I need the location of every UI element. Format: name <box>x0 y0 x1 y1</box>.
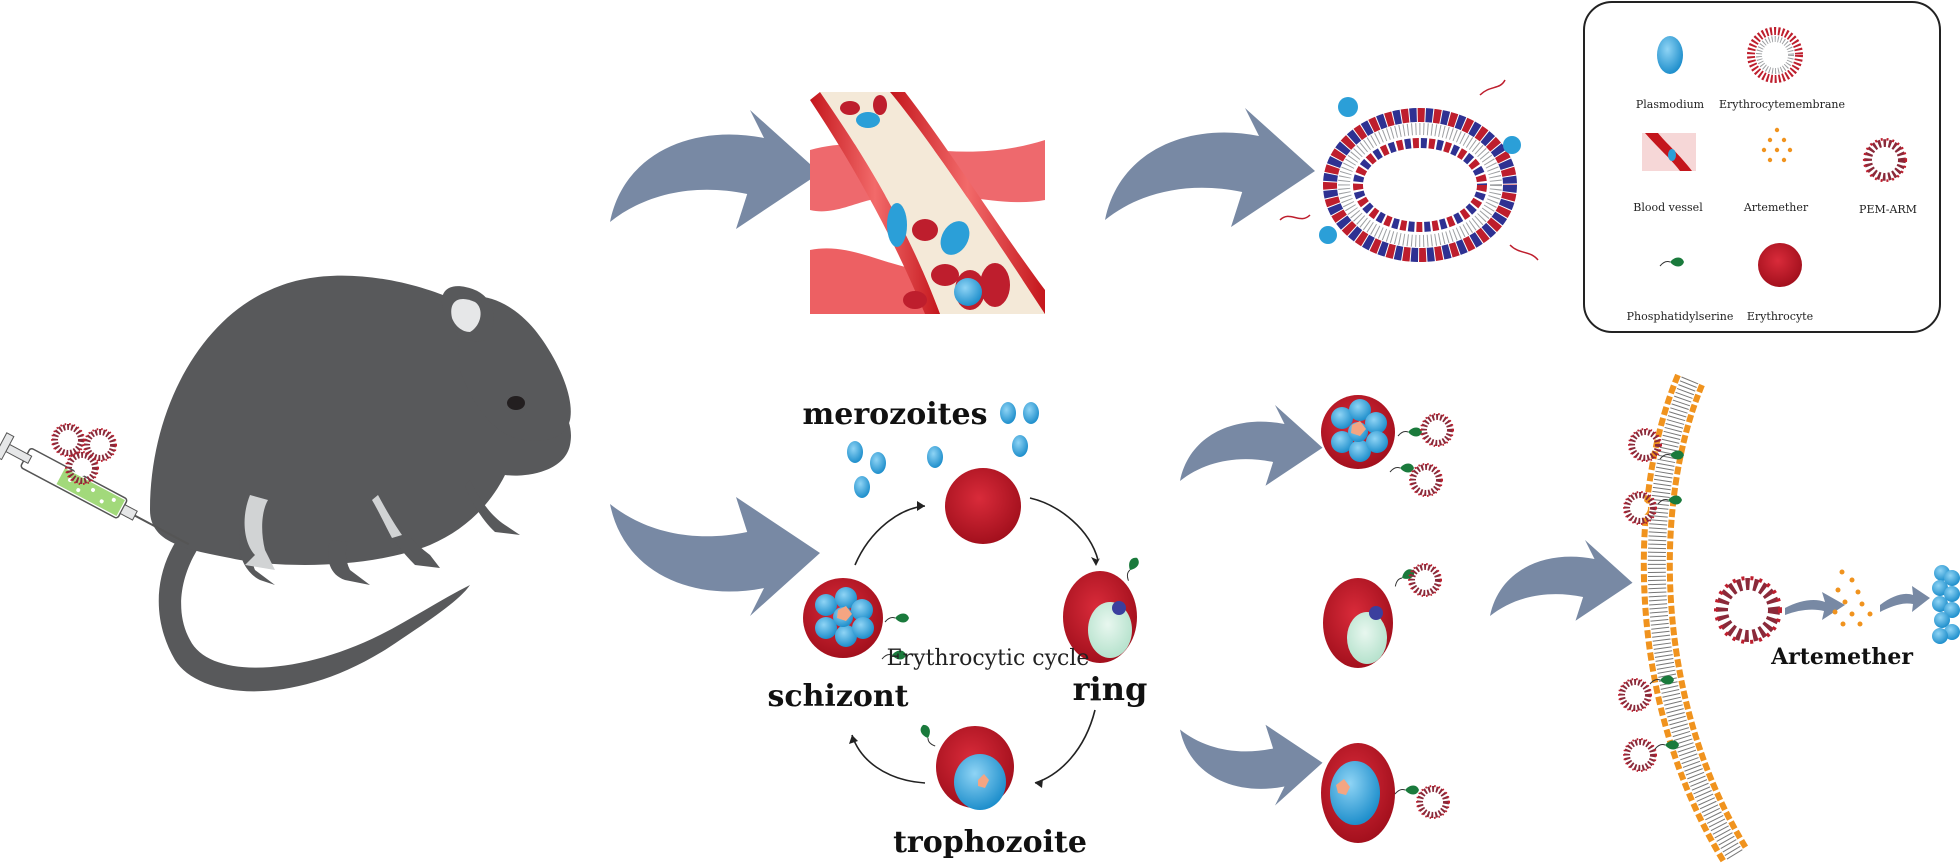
binding-ring <box>1323 564 1441 668</box>
legend-label-blood-vessel: Blood vessel <box>1633 201 1703 214</box>
target-parasite-cluster <box>1932 565 1960 644</box>
arrow-binding-to-membrane <box>1490 540 1633 621</box>
arrow-cycle-to-merozoite-binding <box>1180 405 1323 486</box>
schizont-stage-cell <box>803 578 910 660</box>
binding-schizont <box>1321 395 1453 496</box>
label-artemether: Artemether <box>1770 644 1913 670</box>
erythrocytic-cycle: merozoites schizont ring trophozoite Ery… <box>767 397 1147 860</box>
pem-arm-fusing <box>1716 578 1780 642</box>
arrow-fusion-to-release <box>1785 592 1845 620</box>
free-merozoites <box>847 402 1039 498</box>
arrow-mouse-to-vessel <box>610 110 820 229</box>
legend-blood-vessel-icon <box>1642 133 1696 171</box>
legend-erythrocyte-icon <box>1758 243 1802 287</box>
binding-trophozoite <box>1321 743 1449 843</box>
label-schizont: schizont <box>767 679 908 714</box>
label-ring: ring <box>1073 670 1148 708</box>
legend-erythrocyte-membrane-icon <box>1747 27 1803 83</box>
mouse-illustration <box>150 275 571 692</box>
arrow-vessel-to-pem-arm <box>1105 108 1315 227</box>
blood-vessel-image <box>810 92 1045 314</box>
legend-panel: Plasmodium Erythrocytemembrane Blood ves… <box>1583 1 1941 333</box>
legend-label-pem-arm: PEM-ARM <box>1859 203 1917 216</box>
arrow-mouse-to-cycle <box>610 497 820 616</box>
trophozoite-stage-cell <box>918 722 1014 810</box>
cycle-arrows <box>851 497 1099 784</box>
cycle-arrowheads <box>849 501 1100 788</box>
label-erythrocytic-cycle: Erythrocytic cycle <box>887 646 1090 671</box>
erythrocyte-membrane-bilayer <box>1640 373 1749 864</box>
arrow-artemether-to-parasite <box>1880 586 1930 612</box>
released-artemether <box>1832 569 1873 627</box>
syringe-illustration <box>0 432 190 546</box>
legend-plasmodium-icon <box>1657 36 1683 74</box>
legend-label-phosphatidylserine: Phosphatidylserine <box>1627 310 1734 323</box>
label-trophozoite: trophozoite <box>893 825 1087 860</box>
legend-label-erythrocyte-membrane: Erythrocytemembrane <box>1719 98 1845 111</box>
arrow-cycle-to-trophozoite-binding <box>1180 724 1323 806</box>
legend-label-plasmodium: Plasmodium <box>1636 98 1705 111</box>
legend-label-artemether: Artemether <box>1743 201 1809 214</box>
pem-arm-liposome-large <box>1279 79 1539 262</box>
legend-label-erythrocyte: Erythrocyte <box>1747 310 1813 323</box>
label-merozoites: merozoites <box>803 397 988 432</box>
legend-artemether-icon <box>1761 127 1793 163</box>
mouse-eye <box>507 396 525 410</box>
erythrocyte-uninfected <box>945 468 1021 544</box>
ring-stage-cell <box>1063 555 1142 663</box>
